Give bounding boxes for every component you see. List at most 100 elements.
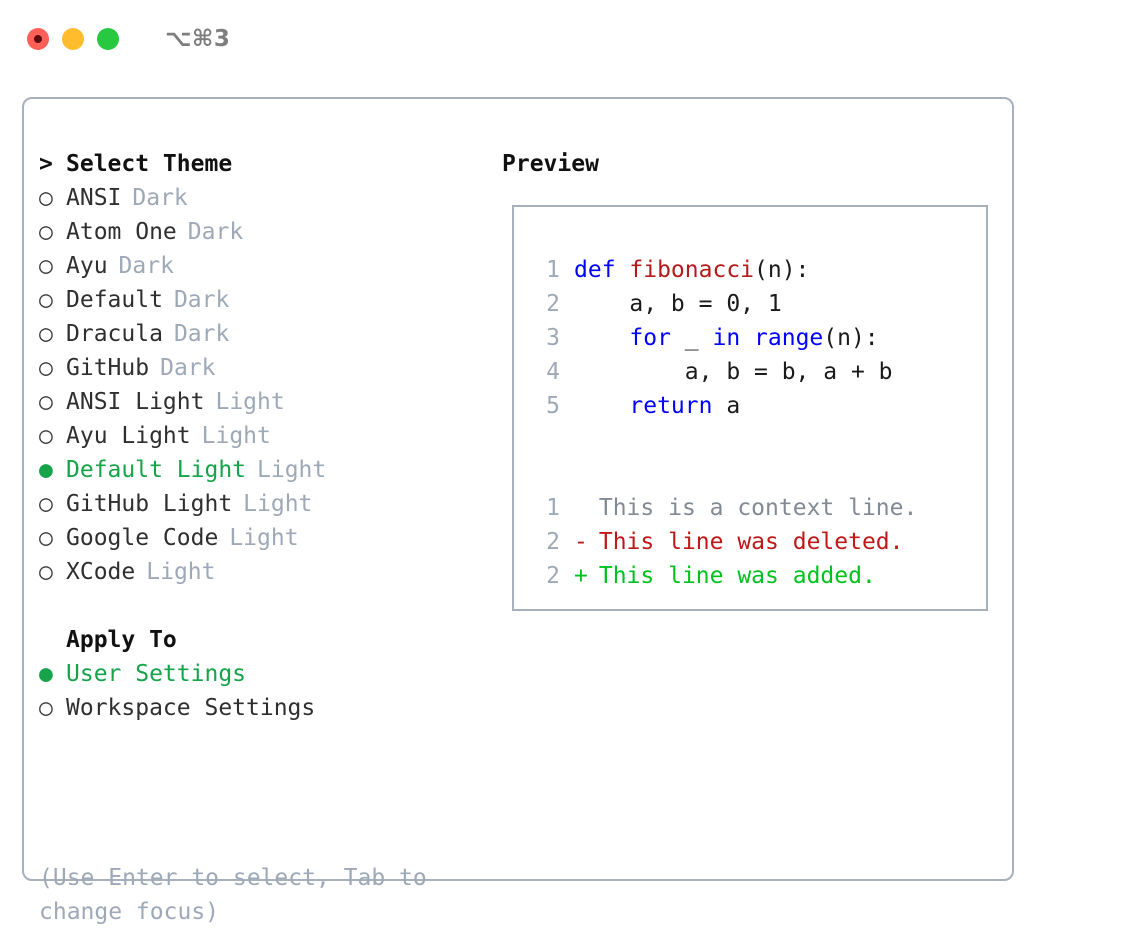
code-line: 1 def fibonacci(n):	[528, 253, 980, 287]
code-line-content: return a	[574, 389, 740, 423]
code-line-content: a, b = 0, 1	[574, 287, 782, 321]
radio-unselected-icon[interactable]: ○	[39, 253, 53, 279]
theme-item-label: GitHub	[66, 355, 150, 381]
theme-item-github-dark[interactable]: ○ GitHub Dark	[39, 351, 494, 385]
radio-unselected-icon[interactable]: ○	[39, 491, 53, 517]
theme-item-label: Atom One	[66, 219, 177, 245]
diff-line-deleted: 2 -This line was deleted.	[528, 525, 980, 559]
code-line-content: a, b = b, a + b	[574, 355, 893, 389]
code-line: 2 a, b = 0, 1	[528, 287, 980, 321]
theme-item-tag: Light	[243, 491, 313, 517]
theme-item-ansi-light[interactable]: ○ ANSI Light Light	[39, 385, 494, 419]
theme-item-tag: Light	[257, 457, 327, 483]
theme-item-tag: Dark	[160, 355, 216, 381]
line-number: 5	[546, 393, 560, 419]
theme-item-tag: Dark	[132, 185, 188, 211]
line-number: 2	[546, 563, 560, 589]
theme-item-ayu-dark[interactable]: ○ Ayu Dark	[39, 249, 494, 283]
code-token-function: fibonacci	[629, 257, 755, 283]
code-token-keyword: def	[574, 257, 630, 283]
theme-item-tag: Light	[215, 389, 285, 415]
prompt-caret-icon: >	[39, 151, 53, 177]
radio-selected-icon[interactable]: ●	[39, 457, 53, 483]
diff-sign: +	[574, 563, 588, 589]
traffic-light-group	[27, 28, 119, 50]
code-blank-line	[528, 423, 980, 457]
code-preview-area: 1 def fibonacci(n): 2 a, b = 0, 1 3 for …	[528, 253, 980, 593]
radio-selected-icon[interactable]: ●	[39, 661, 53, 687]
radio-unselected-icon[interactable]: ○	[39, 695, 53, 721]
line-number: 4	[546, 359, 560, 385]
diff-line-context: 1 This is a context line.	[528, 491, 980, 525]
preview-column: Preview 1 def fibonacci(n): 2 a, b = 0, …	[502, 147, 1002, 611]
code-line: 5 return a	[528, 389, 980, 423]
code-token-keyword: in range	[712, 325, 824, 351]
theme-item-ansi-dark[interactable]: ○ ANSI Dark	[39, 181, 494, 215]
theme-item-label: Ayu Light	[66, 423, 191, 449]
diff-sign	[574, 491, 588, 525]
theme-item-dracula-dark[interactable]: ○ Dracula Dark	[39, 317, 494, 351]
theme-item-tag: Dark	[118, 253, 174, 279]
code-token-plain: a, b = 0, 1	[574, 291, 782, 317]
code-line: 3 for _ in range(n):	[528, 321, 980, 355]
radio-unselected-icon[interactable]: ○	[39, 287, 53, 313]
code-token-keyword: return	[629, 393, 713, 419]
theme-item-label: Ayu	[66, 253, 108, 279]
theme-item-tag: Light	[146, 559, 216, 585]
diff-line-text: This is a context line.	[598, 495, 918, 521]
theme-item-label: XCode	[66, 559, 136, 585]
radio-unselected-icon[interactable]: ○	[39, 559, 53, 585]
radio-unselected-icon[interactable]: ○	[39, 219, 53, 245]
line-number: 2	[546, 529, 560, 555]
theme-item-label: Dracula	[66, 321, 163, 347]
theme-selector-column: > Select Theme ○ ANSI Dark ○ Atom One Da…	[39, 147, 494, 725]
select-theme-heading: > Select Theme	[39, 147, 494, 181]
line-number: 1	[546, 257, 560, 283]
apply-to-heading-label: Apply To	[66, 627, 177, 653]
code-token-plain: a	[712, 393, 741, 419]
theme-item-tag: Light	[229, 525, 299, 551]
preview-box: 1 def fibonacci(n): 2 a, b = 0, 1 3 for …	[512, 205, 988, 611]
theme-item-label: ANSI Light	[66, 389, 205, 415]
theme-item-tag: Dark	[173, 287, 230, 313]
diff-line-added: 2 + This line was added.	[528, 559, 980, 593]
theme-item-atom-one-dark[interactable]: ○ Atom One Dark	[39, 215, 494, 249]
theme-item-google-code[interactable]: ○ Google Code Light	[39, 521, 494, 555]
theme-item-ayu-light[interactable]: ○ Ayu Light Light	[39, 419, 494, 453]
line-number: 1	[546, 495, 560, 521]
window-titlebar: ⌥⌘3	[0, 0, 1140, 78]
theme-item-default-dark[interactable]: ○ Default Dark	[39, 283, 494, 317]
theme-item-label: GitHub Light	[66, 491, 233, 517]
theme-item-github-light[interactable]: ○ GitHub Light Light	[39, 487, 494, 521]
theme-item-xcode[interactable]: ○ XCode Light	[39, 555, 494, 589]
radio-unselected-icon[interactable]: ○	[39, 389, 53, 415]
preview-title-label: Preview	[502, 151, 599, 177]
code-line: 4 a, b = b, a + b	[528, 355, 980, 389]
blank-marker-icon: o	[39, 623, 66, 657]
theme-item-tag: Dark	[187, 219, 244, 245]
theme-item-default-light[interactable]: ● Default Light Light	[39, 453, 494, 487]
zoom-button-icon[interactable]	[97, 28, 119, 50]
code-token-plain	[574, 325, 629, 351]
list-spacer	[39, 589, 494, 623]
main-panel: > Select Theme ○ ANSI Dark ○ Atom One Da…	[22, 97, 1014, 925]
theme-item-label: Google Code	[66, 525, 219, 551]
code-token-keyword: for	[629, 325, 671, 351]
code-line-content: def fibonacci(n):	[574, 253, 809, 287]
radio-unselected-icon[interactable]: ○	[39, 423, 53, 449]
theme-item-tag: Dark	[173, 321, 230, 347]
apply-to-item-workspace-settings[interactable]: ○ Workspace Settings	[39, 691, 494, 725]
diff-sign: -	[574, 529, 588, 555]
minimize-button-icon[interactable]	[62, 28, 84, 50]
theme-item-label: Default Light	[66, 457, 247, 483]
radio-unselected-icon[interactable]: ○	[39, 321, 53, 347]
radio-unselected-icon[interactable]: ○	[39, 185, 53, 211]
radio-unselected-icon[interactable]: ○	[39, 525, 53, 551]
code-token-plain: _	[670, 325, 713, 351]
diff-line-text: This line was added.	[598, 563, 876, 589]
radio-unselected-icon[interactable]: ○	[39, 355, 53, 381]
close-button-icon[interactable]	[27, 28, 49, 50]
apply-to-item-user-settings[interactable]: ● User Settings	[39, 657, 494, 691]
select-theme-heading-label: Select Theme	[66, 151, 233, 177]
